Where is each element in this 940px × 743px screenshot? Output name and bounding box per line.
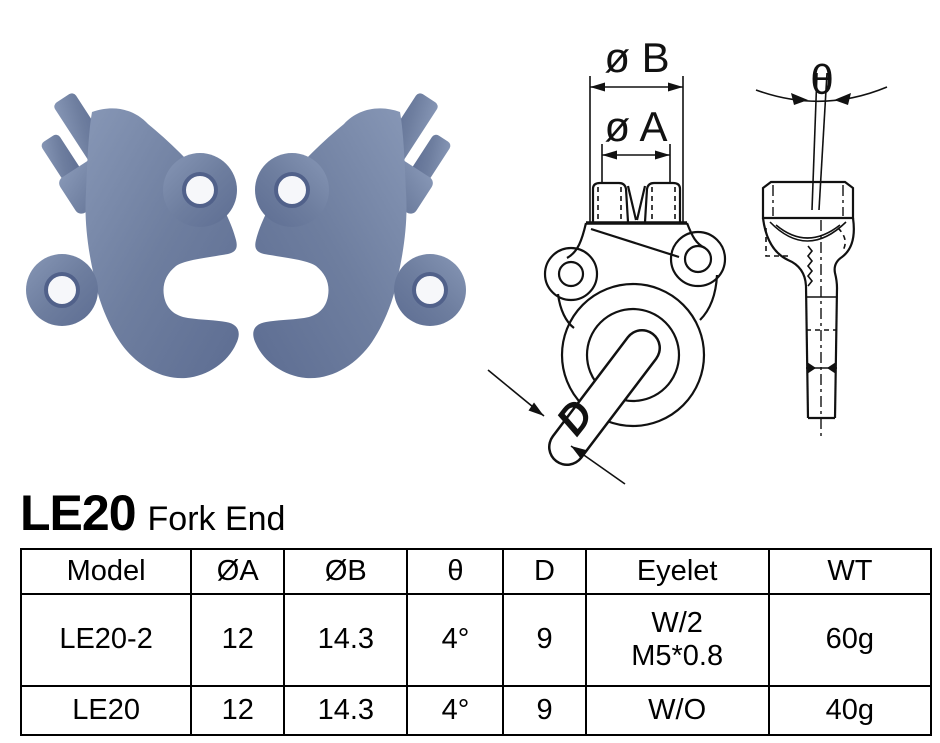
dim-label-theta: θ xyxy=(810,56,833,103)
cell-eyelet: W/2 M5*0.8 xyxy=(584,593,770,687)
cell-wt: 40g xyxy=(767,685,933,736)
cell-eyelet: W/O xyxy=(584,685,770,736)
cell-dia-b: 14.3 xyxy=(283,685,409,736)
cell-wt: 60g xyxy=(767,593,933,687)
eyelet-hole xyxy=(182,172,218,208)
cell-d: 9 xyxy=(502,685,587,736)
product-photo-left xyxy=(26,93,239,379)
fork-top-view xyxy=(586,181,687,225)
hook-body xyxy=(85,108,239,379)
technical-drawings: ø B ø A xyxy=(487,34,888,485)
dim-label-diameter-a: ø A xyxy=(604,103,667,150)
header-model: Model xyxy=(19,548,193,595)
dim-label-diameter-b: ø B xyxy=(604,34,669,81)
cell-model: LE20 xyxy=(19,685,193,736)
product-title: LE20 Fork End xyxy=(20,484,285,542)
header-wt: WT xyxy=(767,548,933,595)
cell-model: LE20-2 xyxy=(19,593,193,687)
header-d: D xyxy=(502,548,587,595)
cell-dia-b: 14.3 xyxy=(283,593,409,687)
product-code: LE20 xyxy=(20,485,137,541)
cell-d: 9 xyxy=(502,593,587,687)
drawing-side-view: θ xyxy=(755,56,888,440)
spec-table: Model ØA ØB θ D Eyelet WT LE20-2 12 14.3… xyxy=(19,548,933,736)
cell-dia-a: 12 xyxy=(190,685,286,736)
spec-header-row: Model ØA ØB θ D Eyelet WT xyxy=(19,548,933,595)
cell-theta: 4° xyxy=(406,685,505,736)
cell-dia-a: 12 xyxy=(190,593,286,687)
product-photos xyxy=(26,80,474,381)
header-theta: θ xyxy=(406,548,505,595)
header-eyelet: Eyelet xyxy=(584,548,770,595)
header-dia-b: ØB xyxy=(283,548,409,595)
product-name: Fork End xyxy=(147,500,286,538)
product-photo-right xyxy=(251,80,474,381)
spec-row-le20: LE20 12 14.3 4° 9 W/O 40g xyxy=(19,685,933,736)
eyelet-hole xyxy=(44,272,80,308)
spec-row-le20-2: LE20-2 12 14.3 4° 9 W/2 M5*0.8 60g xyxy=(19,593,933,687)
header-dia-a: ØA xyxy=(190,548,286,595)
cell-theta: 4° xyxy=(406,593,505,687)
drawing-front-view: ø B ø A xyxy=(487,34,727,485)
